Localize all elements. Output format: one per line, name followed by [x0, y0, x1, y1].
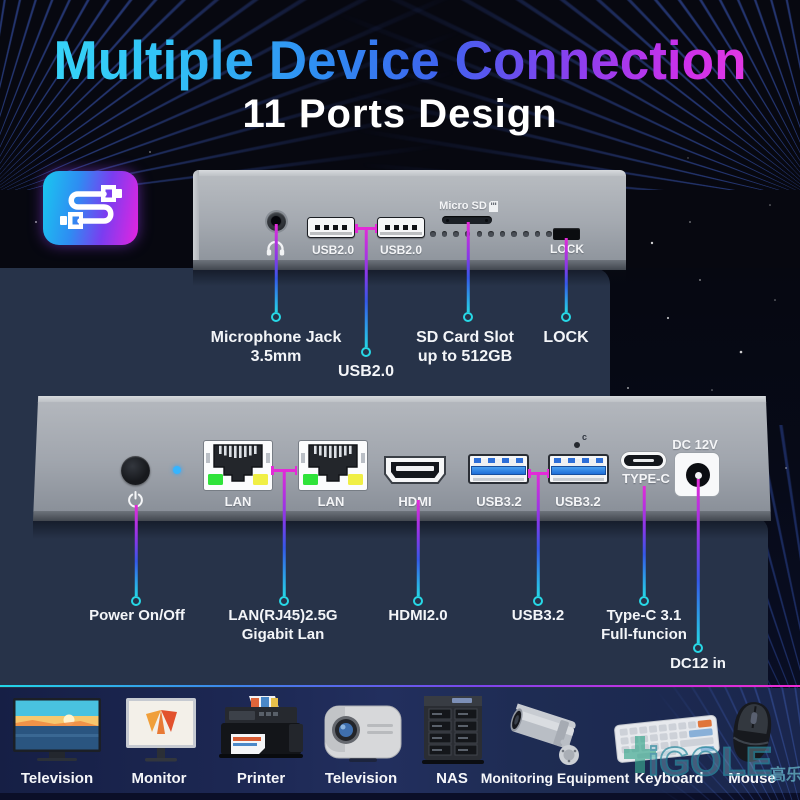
top-device-left-bevel	[193, 170, 199, 261]
callout-line-usb2	[364, 227, 368, 347]
audio-jack-hole	[271, 216, 281, 226]
product-label-monitor: Monitor	[131, 770, 187, 787]
callout-label-hdmi: HDMI2.0	[388, 607, 448, 624]
vent-holes	[430, 231, 552, 239]
product-label-mouse: Mouse	[728, 770, 776, 787]
callout-label-power: Power On/Off	[89, 607, 185, 624]
callout-line-dc	[696, 479, 700, 643]
top-device: USB2.0 USB2.0 Micro SD	[193, 170, 626, 286]
callout-line-sd	[466, 222, 470, 312]
callout-dot-typec	[639, 596, 649, 606]
product-label-nas: NAS	[436, 770, 468, 787]
usb3-port-2	[548, 454, 609, 484]
brand-watermark: iGOLE 高乐	[622, 730, 800, 786]
lan-port-1	[203, 440, 273, 491]
audio-jack-port	[266, 211, 286, 231]
top-device-shadow	[193, 270, 626, 286]
sd-card-icon	[489, 201, 498, 212]
callout-dot-mic	[271, 312, 281, 322]
callout-line-typec	[642, 486, 646, 596]
product-television-1	[2, 694, 112, 766]
reset-pinhole	[574, 442, 580, 448]
product-label-monitoring: Monitoring Equipment	[480, 770, 630, 786]
dc-port-label: DC 12V	[672, 437, 718, 452]
usb2-port-1-label: USB2.0	[311, 243, 355, 257]
page-title: Multiple Device Connection	[14, 28, 786, 92]
product-monitor	[106, 694, 216, 766]
lan-port-2	[298, 440, 368, 491]
callout-dot-sd	[463, 312, 473, 322]
power-button	[120, 455, 150, 485]
callout-line-usb3	[536, 472, 540, 596]
top-device-top-face	[193, 170, 626, 177]
product-label-keyboard: Keyboard	[634, 770, 704, 787]
callout-dot-usb3	[533, 596, 543, 606]
usb2-port-2	[377, 217, 425, 238]
hdmi-port	[384, 456, 446, 484]
product-projector	[308, 694, 418, 766]
callout-line-lock	[564, 238, 568, 312]
svg-text:iGOLE: iGOLE	[648, 740, 772, 784]
usb2-port-2-label: USB2.0	[379, 243, 423, 257]
callout-line-lan	[282, 469, 286, 596]
bottom-device-top-face	[33, 396, 771, 403]
bottom-device-bottom-bevel	[33, 511, 771, 521]
callout-line-hdmi	[416, 500, 420, 596]
usb2-port-1	[307, 217, 355, 238]
callout-dot-hdmi	[413, 596, 423, 606]
usb3-port-1-label: USB3.2	[476, 494, 522, 509]
callout-line-power	[134, 505, 138, 596]
usb-cable-icon	[43, 171, 138, 245]
callout-line-mic	[274, 224, 278, 312]
usb3-port-1	[468, 454, 529, 484]
microsd-label: Micro SD	[439, 200, 487, 212]
product-label-television-1: Television	[20, 770, 94, 787]
callout-dot-usb2	[361, 347, 371, 357]
lock-slot	[553, 228, 580, 240]
callout-label-usb2: USB2.0	[337, 363, 395, 380]
callout-dot-lan	[279, 596, 289, 606]
usb3-port-2-label: USB3.2	[555, 494, 601, 509]
callout-dot-lock	[561, 312, 571, 322]
product-nas	[397, 694, 507, 766]
bottom-device-shadow	[33, 521, 771, 539]
svg-text:高乐: 高乐	[770, 765, 800, 784]
band-footer	[0, 792, 800, 800]
typec-port	[621, 452, 666, 469]
gradient-divider	[0, 685, 800, 687]
page-subtitle: 11 Ports Design	[242, 92, 558, 136]
microsd-slot	[442, 216, 492, 224]
product-label-television-2: Television	[324, 770, 398, 787]
top-device-bottom-bevel	[193, 260, 626, 270]
bottom-device: LAN LAN HDMI USB3.2 USB3.2 c TYPE-C	[33, 396, 771, 521]
callout-dot-power	[131, 596, 141, 606]
product-label-printer: Printer	[236, 770, 286, 787]
callout-label-usb3: USB3.2	[511, 607, 565, 624]
callout-dot-dc	[693, 643, 703, 653]
product-camera	[500, 694, 610, 766]
hdmi-port-label: HDMI	[398, 494, 432, 509]
reset-pinhole-label: c	[582, 432, 588, 442]
product-printer	[206, 694, 316, 766]
product-mouse	[697, 694, 800, 766]
lan-port-2-label: LAN	[317, 494, 345, 509]
status-led	[173, 466, 181, 474]
callout-label-dc: DC12 in	[670, 655, 726, 672]
typec-port-label: TYPE-C	[622, 471, 670, 486]
panel-lower	[0, 517, 768, 688]
callout-label-lock: LOCK	[543, 329, 589, 346]
lan-port-1-label: LAN	[224, 494, 252, 509]
